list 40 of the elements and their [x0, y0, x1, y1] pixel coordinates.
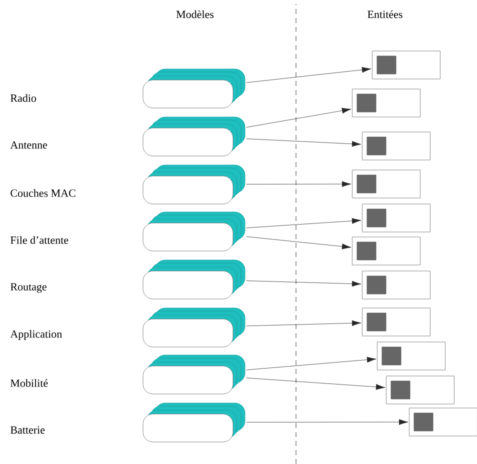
arrow — [246, 138, 362, 147]
entity-box — [362, 132, 430, 160]
entity-box — [352, 170, 420, 198]
row-label: Radio — [10, 94, 36, 102]
row-label: Routage — [10, 283, 46, 293]
entity-box — [352, 236, 420, 266]
row-label: File d’attente — [10, 236, 68, 244]
arrow — [246, 218, 362, 228]
column-heading: Modèles — [176, 10, 214, 18]
arrow — [246, 66, 372, 83]
row-label: Batterie — [10, 426, 45, 434]
entity-box — [409, 408, 477, 436]
arrow — [246, 378, 386, 390]
entity-box — [362, 270, 430, 300]
arrow — [246, 280, 362, 287]
entity-box — [386, 376, 454, 404]
row-label: Antenne — [10, 141, 48, 149]
entity-box — [377, 342, 446, 370]
row-label: Couches MAC — [10, 189, 76, 197]
entity-box — [362, 204, 430, 232]
model-stack — [142, 68, 246, 108]
arrow — [246, 108, 352, 128]
row-label: Application — [10, 330, 62, 340]
model-stack — [142, 260, 246, 300]
model-stack — [142, 164, 246, 204]
entity-box — [352, 88, 420, 118]
arrow — [246, 419, 408, 425]
model-stack — [142, 212, 246, 252]
model-stack — [142, 116, 246, 156]
model-stack — [142, 308, 246, 348]
arrow — [246, 356, 376, 370]
model-stack — [142, 354, 246, 394]
model-stack — [142, 402, 246, 442]
entity-box — [362, 308, 430, 336]
arrow — [246, 320, 362, 326]
row-label: Mobilité — [10, 379, 48, 387]
arrow — [246, 181, 352, 187]
arrow — [246, 236, 352, 250]
entity-box — [372, 50, 440, 80]
column-heading: Entitées — [368, 10, 402, 18]
